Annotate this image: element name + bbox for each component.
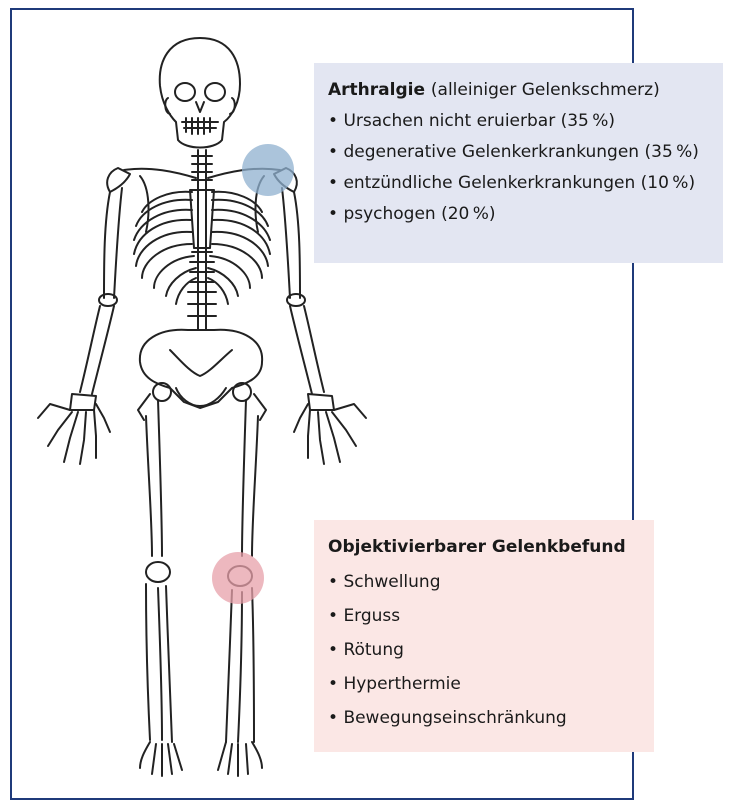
arthralgie-item: entzündliche Gelenkerkrankungen (10 %) — [328, 168, 709, 199]
befund-title: Objektivierbarer Gelenkbefund — [328, 532, 640, 563]
arthralgie-item: degenerative Gelenkerkrankungen (35 %) — [328, 137, 709, 168]
befund-item: Bewegungseinschränkung — [328, 701, 640, 735]
skull — [160, 38, 240, 148]
arthralgie-title: Arthralgie (alleiniger Gelenkschmerz) — [328, 75, 709, 106]
arthralgie-list: Ursachen nicht eruierbar (35 %) degenera… — [328, 106, 709, 230]
pelvis — [140, 330, 262, 408]
befund-panel: Objektivierbarer Gelenkbefund Schwellung… — [314, 520, 654, 752]
befund-item: Hyperthermie — [328, 667, 640, 701]
shoulder-highlight — [242, 144, 294, 196]
feet — [140, 742, 262, 776]
befund-item: Schwellung — [328, 565, 640, 599]
befund-item: Rötung — [328, 633, 640, 667]
knee-highlight — [212, 552, 264, 604]
arthralgie-item: psychogen (20 %) — [328, 199, 709, 230]
hands — [38, 394, 366, 464]
arthralgie-item: Ursachen nicht eruierbar (35 %) — [328, 106, 709, 137]
befund-list: Schwellung Erguss Rötung Hyperthermie Be… — [328, 565, 640, 735]
arthralgie-subtitle: (alleiniger Gelenkschmerz) — [431, 80, 660, 100]
arthralgie-panel: Arthralgie (alleiniger Gelenkschmerz) Ur… — [314, 63, 723, 263]
arthralgie-title-text: Arthralgie — [328, 80, 425, 100]
ribcage — [134, 190, 270, 304]
befund-item: Erguss — [328, 599, 640, 633]
